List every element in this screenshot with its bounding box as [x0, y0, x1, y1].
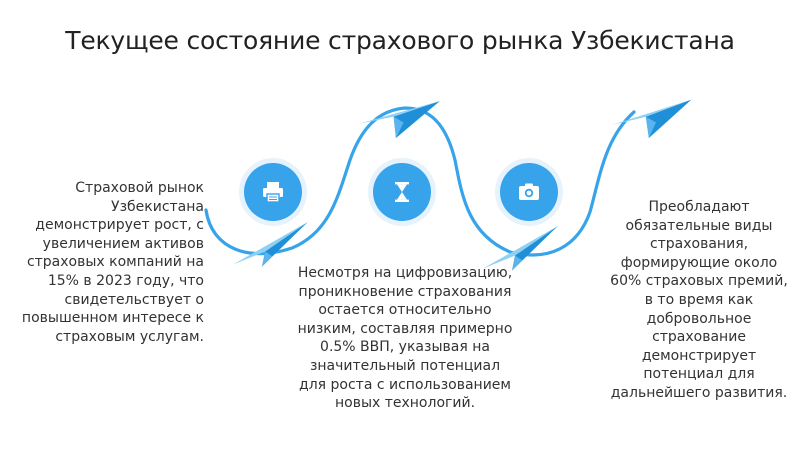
page-title: Текущее состояние страхового рынка Узбек… [65, 26, 735, 55]
text-block-mandatory-insurance: Преобладают обязательные виды страховани… [610, 199, 788, 401]
text-block-market-growth: Страховой рынок Узбекистана демонстрируе… [21, 180, 204, 345]
paper-plane-icon [611, 99, 692, 139]
camera-icon [500, 163, 558, 221]
wave-path [204, 106, 636, 257]
hourglass-icon [373, 163, 431, 221]
printer-icon [244, 163, 302, 221]
text-block-penetration: Несмотря на цифровизацию, проникновение … [297, 265, 513, 412]
